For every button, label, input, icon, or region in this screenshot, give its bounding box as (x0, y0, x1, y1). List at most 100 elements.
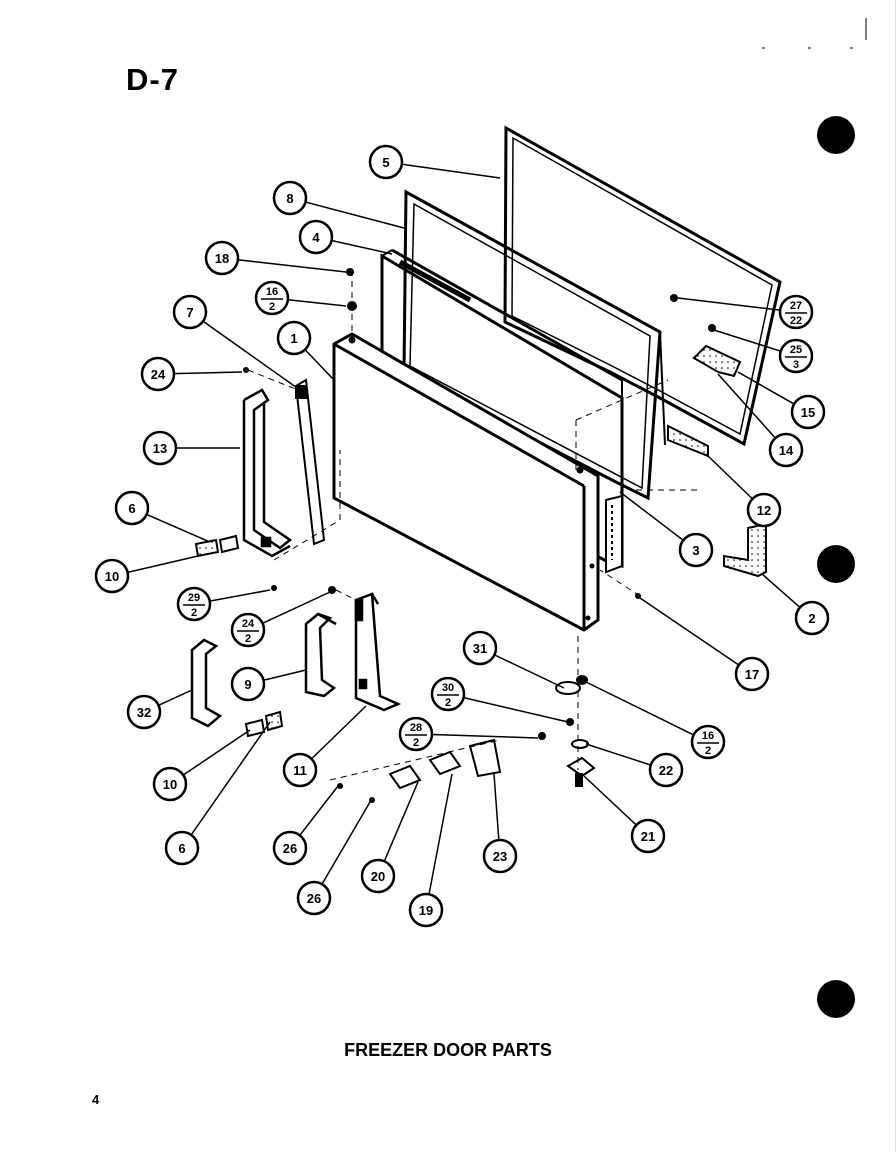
callout-circle (734, 656, 770, 692)
callout-number: 2 (808, 611, 815, 626)
callout-circle (230, 612, 266, 648)
callout-number: 10 (163, 777, 177, 792)
callout-circle (430, 676, 466, 712)
callout-part-number: 27 (790, 300, 802, 312)
leader-line (310, 705, 367, 760)
leader-line (619, 491, 684, 541)
callout-number: 21 (641, 829, 655, 844)
callout-24b: 242 (230, 591, 331, 648)
callout-circle (282, 752, 318, 788)
callout-26a: 26 (272, 785, 339, 866)
callout-circle (276, 320, 312, 356)
bracket-part-2 (723, 522, 767, 578)
leader-line (583, 775, 637, 826)
leader-line (127, 555, 199, 574)
callout-number: 24 (151, 367, 166, 382)
callout-number: 10 (105, 569, 119, 584)
callout-number: 9 (244, 677, 251, 692)
callout-number: 3 (692, 543, 699, 558)
callout-quantity: 2 (191, 607, 197, 619)
leader-line (146, 513, 211, 543)
leader-line (639, 597, 740, 666)
callout-10b: 10 (152, 729, 251, 802)
callout-number: 4 (312, 230, 320, 245)
callout-circle (230, 666, 266, 702)
callout-6a: 6 (114, 490, 211, 543)
page-code: D-7 (126, 62, 179, 97)
callout-circle (140, 356, 176, 392)
leader-line (287, 298, 347, 307)
callout-number: 1 (290, 331, 297, 346)
leader-line (383, 781, 419, 862)
callout-29: 292 (176, 586, 271, 622)
callout-17: 17 (639, 597, 770, 692)
callout-circle (790, 394, 826, 430)
callout-20: 20 (360, 781, 419, 894)
callout-8: 8 (272, 180, 405, 229)
callout-number: 8 (286, 191, 293, 206)
page-number: 4 (92, 1092, 100, 1107)
callout-circle (298, 219, 334, 255)
assembly-lines (247, 270, 700, 781)
leader-line (173, 371, 243, 375)
callout-quantity: 2 (705, 745, 711, 757)
callout-circle (408, 892, 444, 928)
callout-part-number: 28 (410, 722, 422, 734)
leader-line (209, 589, 271, 602)
bracket-parts-14-15 (692, 344, 742, 378)
callout-number: 26 (283, 841, 297, 856)
callout-21: 21 (583, 775, 666, 854)
callout-circle (462, 630, 498, 666)
leader-line (202, 320, 301, 391)
callout-circle (746, 492, 782, 528)
leader-line (331, 239, 393, 255)
callout-circle (296, 880, 332, 916)
callout-24a: 24 (140, 356, 243, 392)
leader-line (737, 371, 795, 405)
callout-11: 11 (282, 705, 367, 788)
callout-number: 5 (382, 155, 389, 170)
callout-circle (630, 818, 666, 854)
callout-number: 13 (153, 441, 167, 456)
callout-part-number: 16 (702, 730, 714, 742)
callout-part-number: 30 (442, 682, 454, 694)
callout-number: 26 (307, 891, 321, 906)
callout-number: 12 (757, 503, 771, 518)
callout-part-number: 29 (188, 592, 200, 604)
handle-part-9 (304, 612, 337, 698)
leader-line (585, 743, 652, 766)
callout-number: 31 (473, 641, 487, 656)
leader-line (299, 785, 339, 836)
callout-circle (254, 280, 290, 316)
callout-number: 19 (419, 903, 433, 918)
binder-hole-top (817, 116, 855, 154)
callout-26b: 26 (296, 801, 371, 916)
callout-part-number: 24 (242, 618, 255, 630)
callout-number: 22 (659, 763, 673, 778)
callout-31: 31 (462, 630, 565, 689)
leader-line (321, 801, 371, 885)
callout-circle (768, 432, 804, 468)
leader-line (401, 163, 501, 179)
callout-quantity: 2 (245, 633, 251, 645)
callout-number: 14 (779, 443, 794, 458)
callout-30: 302 (430, 676, 569, 723)
callout-part-number: 16 (266, 286, 278, 298)
callout-circle (648, 752, 684, 788)
leader-line (262, 591, 331, 624)
callout-circle (794, 600, 830, 636)
leader-line (493, 773, 500, 841)
leader-line (263, 669, 307, 681)
callout-circle (272, 180, 308, 216)
callout-32: 32 (126, 689, 193, 730)
callout-number: 32 (137, 705, 151, 720)
binder-hole-middle (817, 545, 855, 583)
bracket-part-11 (354, 592, 402, 712)
leader-line (190, 721, 271, 836)
leader-line (158, 689, 193, 707)
leader-line (677, 297, 781, 311)
leader-line (237, 259, 347, 273)
leader-line (304, 349, 335, 381)
